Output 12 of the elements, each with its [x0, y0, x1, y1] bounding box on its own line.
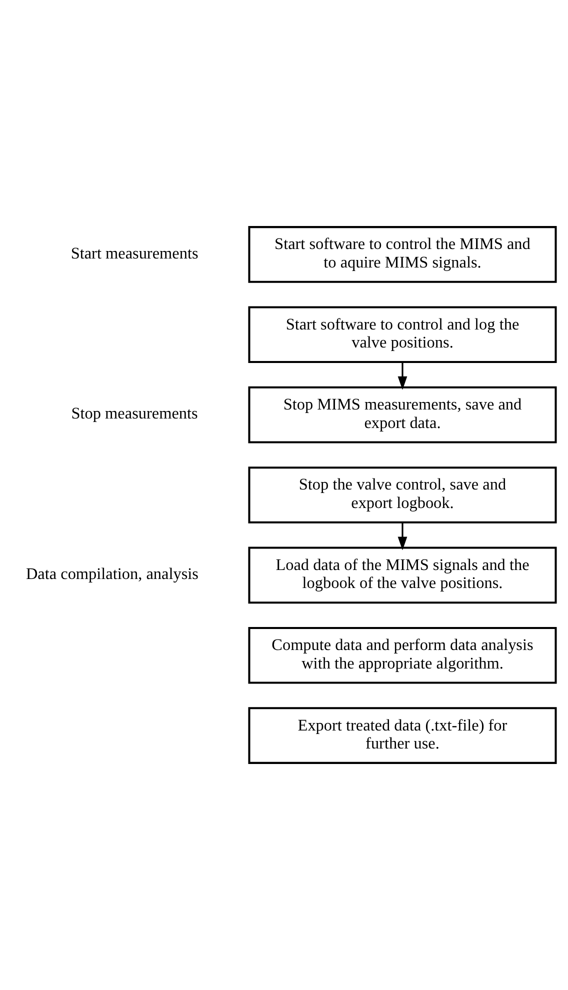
node-box: Stop MIMS measurements, save and export data.: [248, 386, 557, 444]
label: Data compilation, analysis: [26, 565, 198, 584]
node-box: Stop the valve control, save and export logbook.: [248, 466, 557, 524]
node-box: Export treated data (.txt-file) for further use.: [248, 707, 557, 764]
node-box: Start software to control and log the valve positions.: [248, 306, 557, 364]
label: Start measurements: [70, 244, 198, 262]
label: Stop measurements: [71, 404, 198, 423]
node-box: Compute data and perform data analysis with the appropriate algorithm.: [248, 626, 557, 684]
node-box: Load data of the MIMS signals and the logbook of the valve positions.: [248, 546, 557, 604]
arrow: [398, 362, 408, 390]
arrow: [398, 522, 408, 550]
node-box: Start software to control the MIMS and to aquire MIMS signals.: [248, 226, 557, 283]
